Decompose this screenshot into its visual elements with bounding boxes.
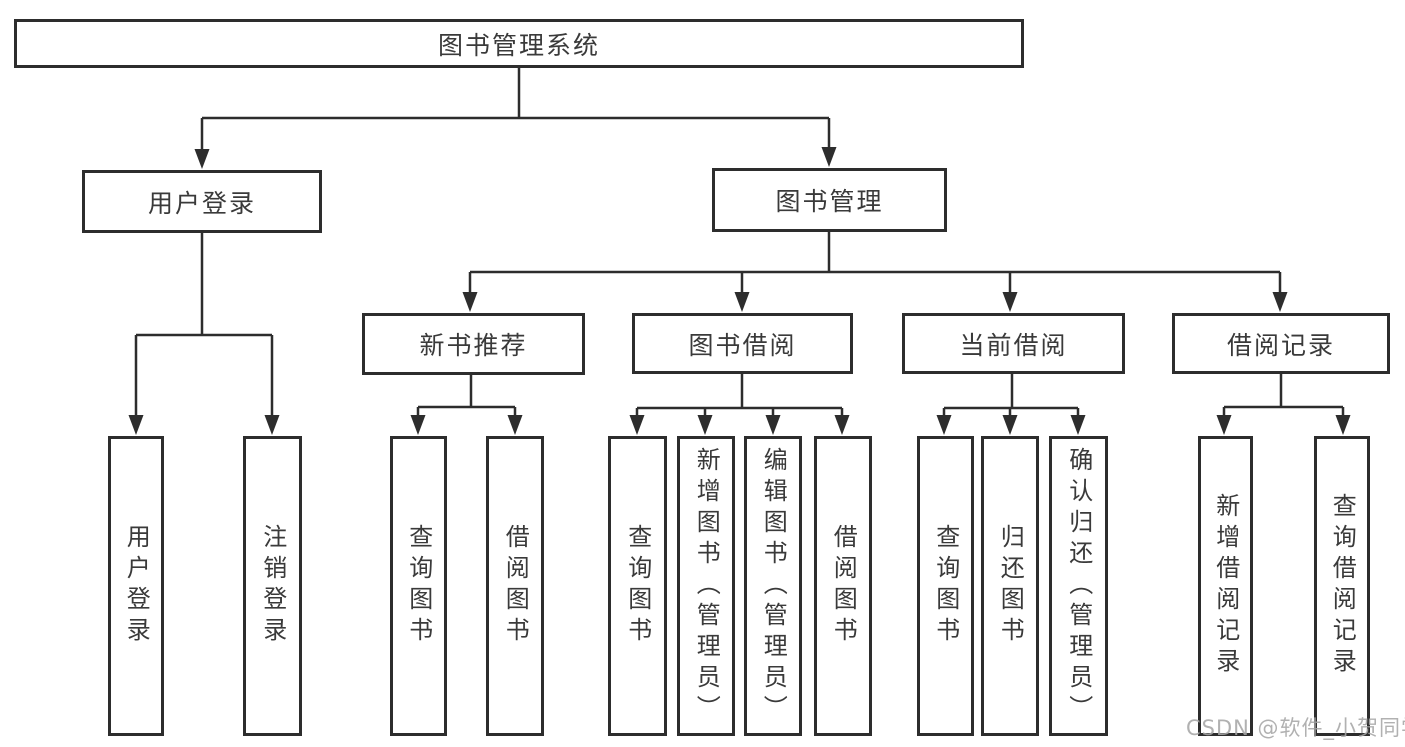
leaf-query-book-borrow-label: 查询图书 [623, 524, 652, 648]
leaf-edit-book-admin: 编辑图书（管理员） [744, 436, 802, 736]
leaf-query-book-current-label: 查询图书 [931, 524, 960, 648]
leaf-borrow-book: 借阅图书 [814, 436, 872, 736]
leaf-query-book-recommend-label: 查询图书 [404, 524, 433, 648]
leaf-user-login: 用户登录 [108, 436, 164, 736]
node-book-management: 图书管理 [712, 168, 947, 232]
connector-new-book-recommend-children [416, 374, 517, 419]
node-user-login: 用户登录 [82, 170, 322, 233]
node-current-borrow-label: 当前借阅 [959, 330, 1068, 360]
leaf-confirm-return-admin-label: 确认归还（管理员） [1064, 446, 1093, 726]
leaf-return-book: 归还图书 [981, 436, 1039, 736]
connector-book-management-children [468, 231, 1282, 296]
leaf-add-borrow-record-label: 新增借阅记录 [1211, 493, 1240, 679]
leaf-edit-book-admin-label: 编辑图书（管理员） [759, 446, 788, 726]
node-borrow-record: 借阅记录 [1172, 313, 1390, 374]
leaf-query-book-recommend: 查询图书 [390, 436, 447, 736]
leaf-borrow-book-recommend-label: 借阅图书 [501, 524, 530, 648]
connector-borrow-record-children [1222, 374, 1345, 419]
connector-user-login-children [134, 233, 274, 419]
node-book-borrow: 图书借阅 [632, 313, 853, 374]
connector-current-borrow-children [942, 374, 1080, 419]
leaf-user-login-label: 用户登录 [122, 524, 151, 648]
node-new-book-recommend: 新书推荐 [362, 313, 585, 375]
node-book-borrow-label: 图书借阅 [688, 330, 797, 360]
node-root-label: 图书管理系统 [437, 30, 600, 60]
node-borrow-record-label: 借阅记录 [1226, 330, 1335, 360]
node-root: 图书管理系统 [14, 19, 1024, 68]
leaf-confirm-return-admin: 确认归还（管理员） [1049, 436, 1108, 736]
arrowheads [128, 147, 1351, 435]
leaf-query-borrow-record: 查询借阅记录 [1314, 436, 1370, 736]
leaf-add-book-admin-label: 新增图书（管理员） [692, 446, 721, 726]
leaf-borrow-book-recommend: 借阅图书 [486, 436, 544, 736]
node-user-login-label: 用户登录 [147, 188, 256, 218]
leaf-logout-label: 注销登录 [258, 524, 287, 648]
connector-book-borrow-children [635, 374, 844, 419]
leaf-return-book-label: 归还图书 [996, 524, 1025, 648]
connector-root-to-level2 [200, 68, 831, 153]
leaf-query-book-borrow: 查询图书 [608, 436, 667, 736]
leaf-add-book-admin: 新增图书（管理员） [677, 436, 735, 736]
node-current-borrow: 当前借阅 [902, 313, 1125, 374]
leaf-logout: 注销登录 [243, 436, 302, 736]
leaf-add-borrow-record: 新增借阅记录 [1198, 436, 1253, 736]
node-new-book-recommend-label: 新书推荐 [419, 331, 528, 360]
leaf-query-borrow-record-label: 查询借阅记录 [1328, 493, 1357, 679]
leaf-query-book-current: 查询图书 [917, 436, 974, 736]
node-book-management-label: 图书管理 [775, 187, 884, 216]
leaf-borrow-book-label: 借阅图书 [829, 524, 858, 648]
csdn-watermark: CSDN @软件_小贺同学 [1186, 716, 1405, 740]
